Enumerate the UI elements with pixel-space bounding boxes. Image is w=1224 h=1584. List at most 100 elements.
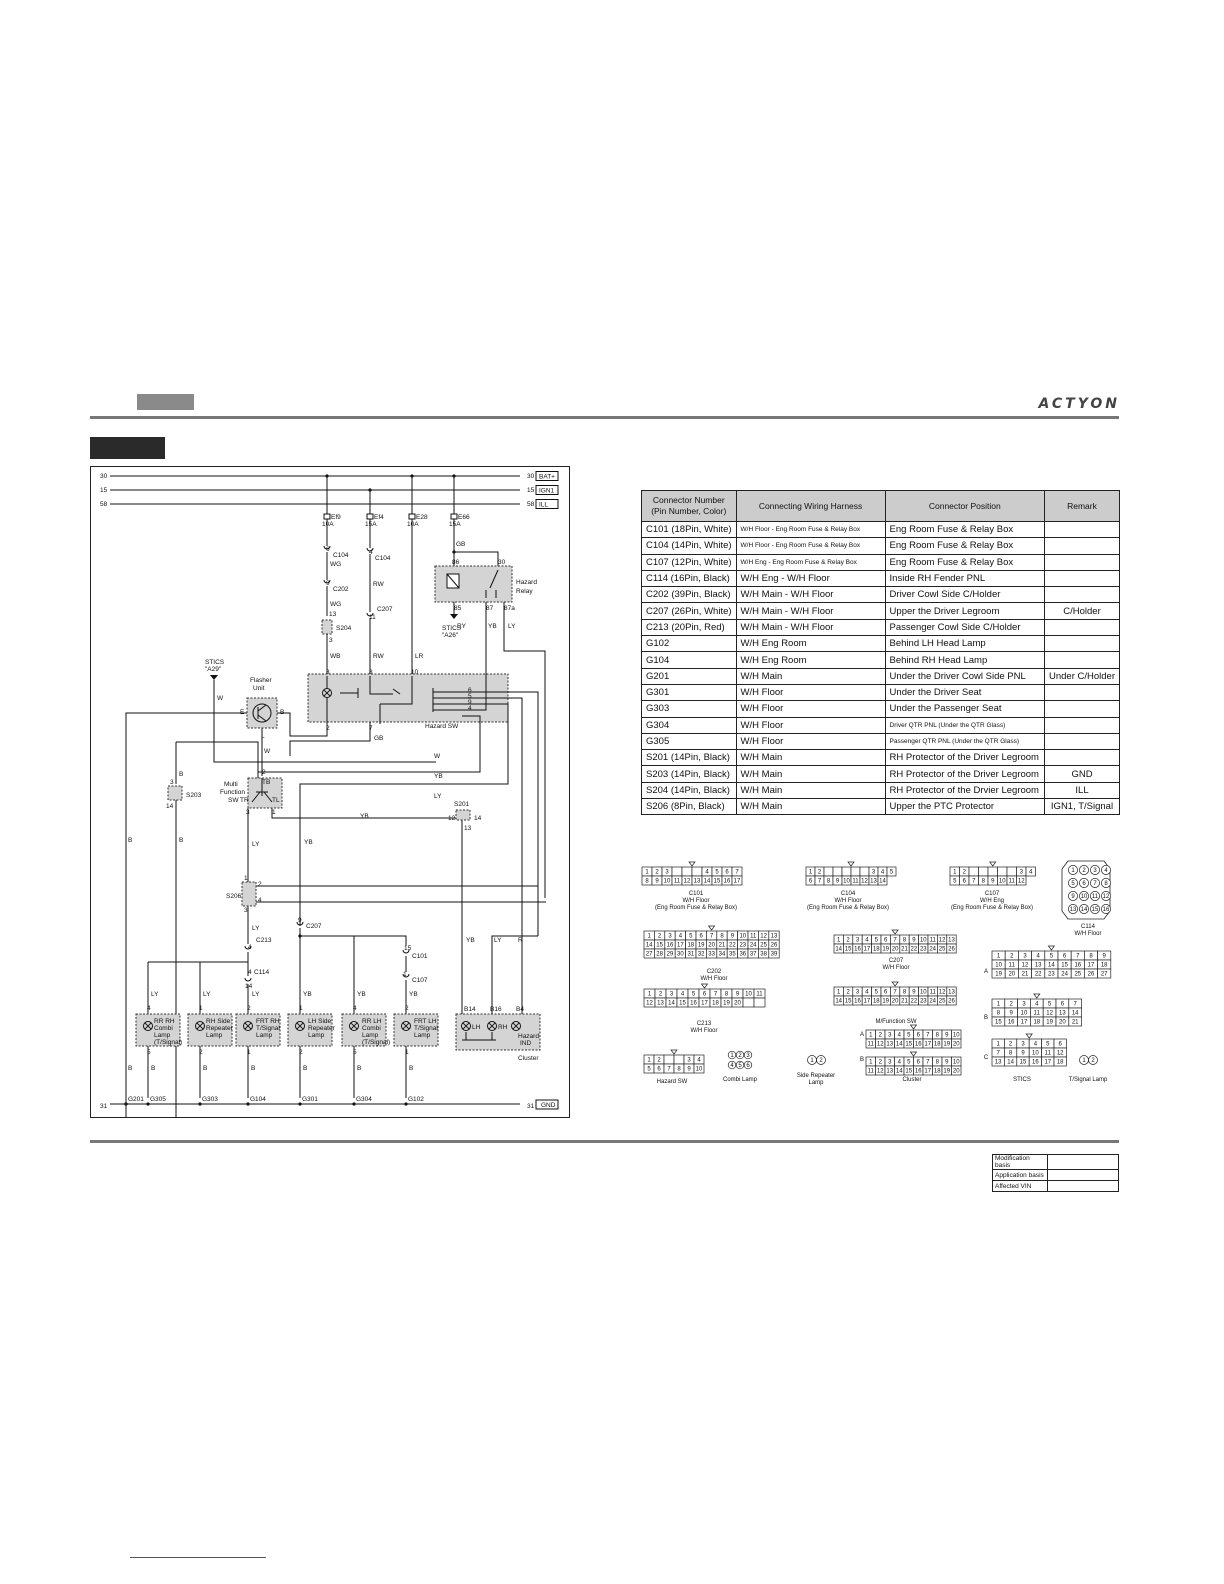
wire-color-label: B [409,1065,413,1072]
cell-remark [1044,716,1120,734]
connector-c207-pin: 4 [865,938,869,944]
hazard-pin-label: 6 [468,687,472,694]
connector-c213-pin: 14 [668,1001,675,1007]
connector-c207b-pin: 18 [873,999,880,1005]
multi-sw-label: SW [228,797,239,804]
splice-label: S204 [336,625,352,632]
side-repeater-label: Lamp [808,1080,824,1086]
connector-c202-pin: 22 [729,943,736,949]
connector-cluster-a-pin: 14 [896,1042,903,1048]
connector-c114-pin: 4 [1104,868,1108,874]
connector-stics-b-pin: 2 [1010,1002,1014,1008]
connector-stics-a-pin: 12 [1022,963,1029,969]
pin-label: 1 [403,971,407,978]
connector-table: Connector Number (Pin Number, Color) Con… [641,490,1120,816]
cell-harness: W/H Main - W/H Floor [735,618,886,637]
connector-c202-pin: 21 [719,943,726,949]
connector-c207b-pin: 2 [846,990,850,996]
connector-c114-pin: 3 [1093,868,1097,874]
lamp-name-label: LH Side [308,1018,332,1025]
cell-connector: G304 [641,716,737,734]
lamp-pin-label: 1 [299,1005,303,1012]
bus-number: 15 [527,487,535,494]
connector-label: C107 [412,977,428,984]
connector-c202-pin: 19 [698,943,705,949]
connector-cluster-a-pin: 19 [943,1042,950,1048]
cell-connector: G104 [641,651,737,669]
connector-c107-pin: 12 [1018,879,1025,885]
stics-connector-label: STICS [1013,1077,1031,1083]
connector-stics-a-pin: 21 [1022,972,1029,978]
brand-logo: ACTYON [1038,396,1120,412]
connector-stics-c-pin: 9 [1021,1051,1025,1057]
lamp-name-label: Lamp [154,1032,171,1039]
connector-cluster-a-pin: 15 [905,1042,912,1048]
connector-cluster-b-pin: 16 [915,1069,922,1075]
wire-color-label: W [264,748,271,755]
ground-label: G201 [128,1096,144,1103]
connector-c107 [402,973,410,978]
fuse-rating-label: 10A [407,521,419,528]
wire-color-label: R [518,937,523,944]
connector-hazard-sw-pin: 2 [657,1058,661,1064]
cell-harness: W/H Main [735,781,886,800]
connector-c101-pin: 10 [664,879,671,885]
connector-c202-pin: 14 [646,943,653,949]
connector-c104-pin: 10 [843,879,850,885]
connector-c207b-pin: 20 [892,999,899,1005]
connector-c202-pin: 25 [760,943,767,949]
cell-harness: W/H Main [735,765,886,783]
lamp-0 [135,1013,181,1047]
pin-label: 7 [369,725,373,732]
connector-stics-c-pin: 12 [1057,1051,1064,1057]
multi-sw-label: Multi [224,781,238,788]
pin-label: 8 [369,669,373,676]
lamp-name-label: FRT RH [256,1018,280,1025]
connector-c107-label: W/H Eng [980,898,1004,904]
ground-label: G104 [250,1096,266,1103]
cell-remark: C/Holder [1044,602,1120,620]
pin-label: 4 [258,897,262,904]
connector-c114-pin: 8 [1104,881,1108,887]
connector-c213-pin: 8 [725,992,729,998]
connector-c207-pin: 18 [873,947,880,953]
lamp-symbol-cross [350,1022,358,1030]
connector-c101-label: (Eng Room Fuse & Relay Box) [655,905,737,911]
connector-c104-cell [886,866,897,877]
connector-c104-cell [832,866,843,877]
wire [462,697,523,886]
connector-cluster-b-pin: 5 [907,1060,911,1066]
connector-c202-pin: 20 [708,943,715,949]
wire-color-label: YB [434,773,443,780]
connector-stics-a-pin: 7 [1076,954,1080,960]
connector-c107-cell [968,866,979,877]
connector-c104-pin: 1 [809,870,813,876]
lamp-4 [341,1013,387,1047]
bus-label: BAT+ [539,473,555,480]
bus-number: 30 [527,473,535,480]
cell-connector: G301 [641,683,737,702]
connector-c114-pin: 9 [1071,894,1075,900]
connector-c213-pin: 9 [736,992,740,998]
connector-c104-label: (Eng Room Fuse & Relay Box) [807,905,889,911]
connector-stics-c-pin: 5 [1046,1042,1050,1048]
connector-cluster-a-pin: 5 [907,1033,911,1039]
footer-link-underline[interactable] [130,1557,266,1558]
cell-position: Passenger Cowl Side C/Holder [884,618,1046,637]
connector-hazard-sw-pin: 9 [687,1067,691,1073]
connector-c207b-pin: 15 [845,999,852,1005]
lamp-name-label: RH Side [206,1018,231,1025]
wire-color-label: YB [360,813,369,820]
wire-color-label: W [434,753,441,760]
connector-stics-b-key [1033,993,1041,999]
cell-remark: Under C/Holder [1044,667,1120,685]
connector-c207b-pin: 1 [837,990,841,996]
cell-harness: W/H Eng - W/H Floor [735,569,886,588]
connector-cluster-b-pin: 2 [879,1060,883,1066]
cluster-pin-label: B16 [490,1006,502,1013]
pin-label: 2 [326,725,330,732]
